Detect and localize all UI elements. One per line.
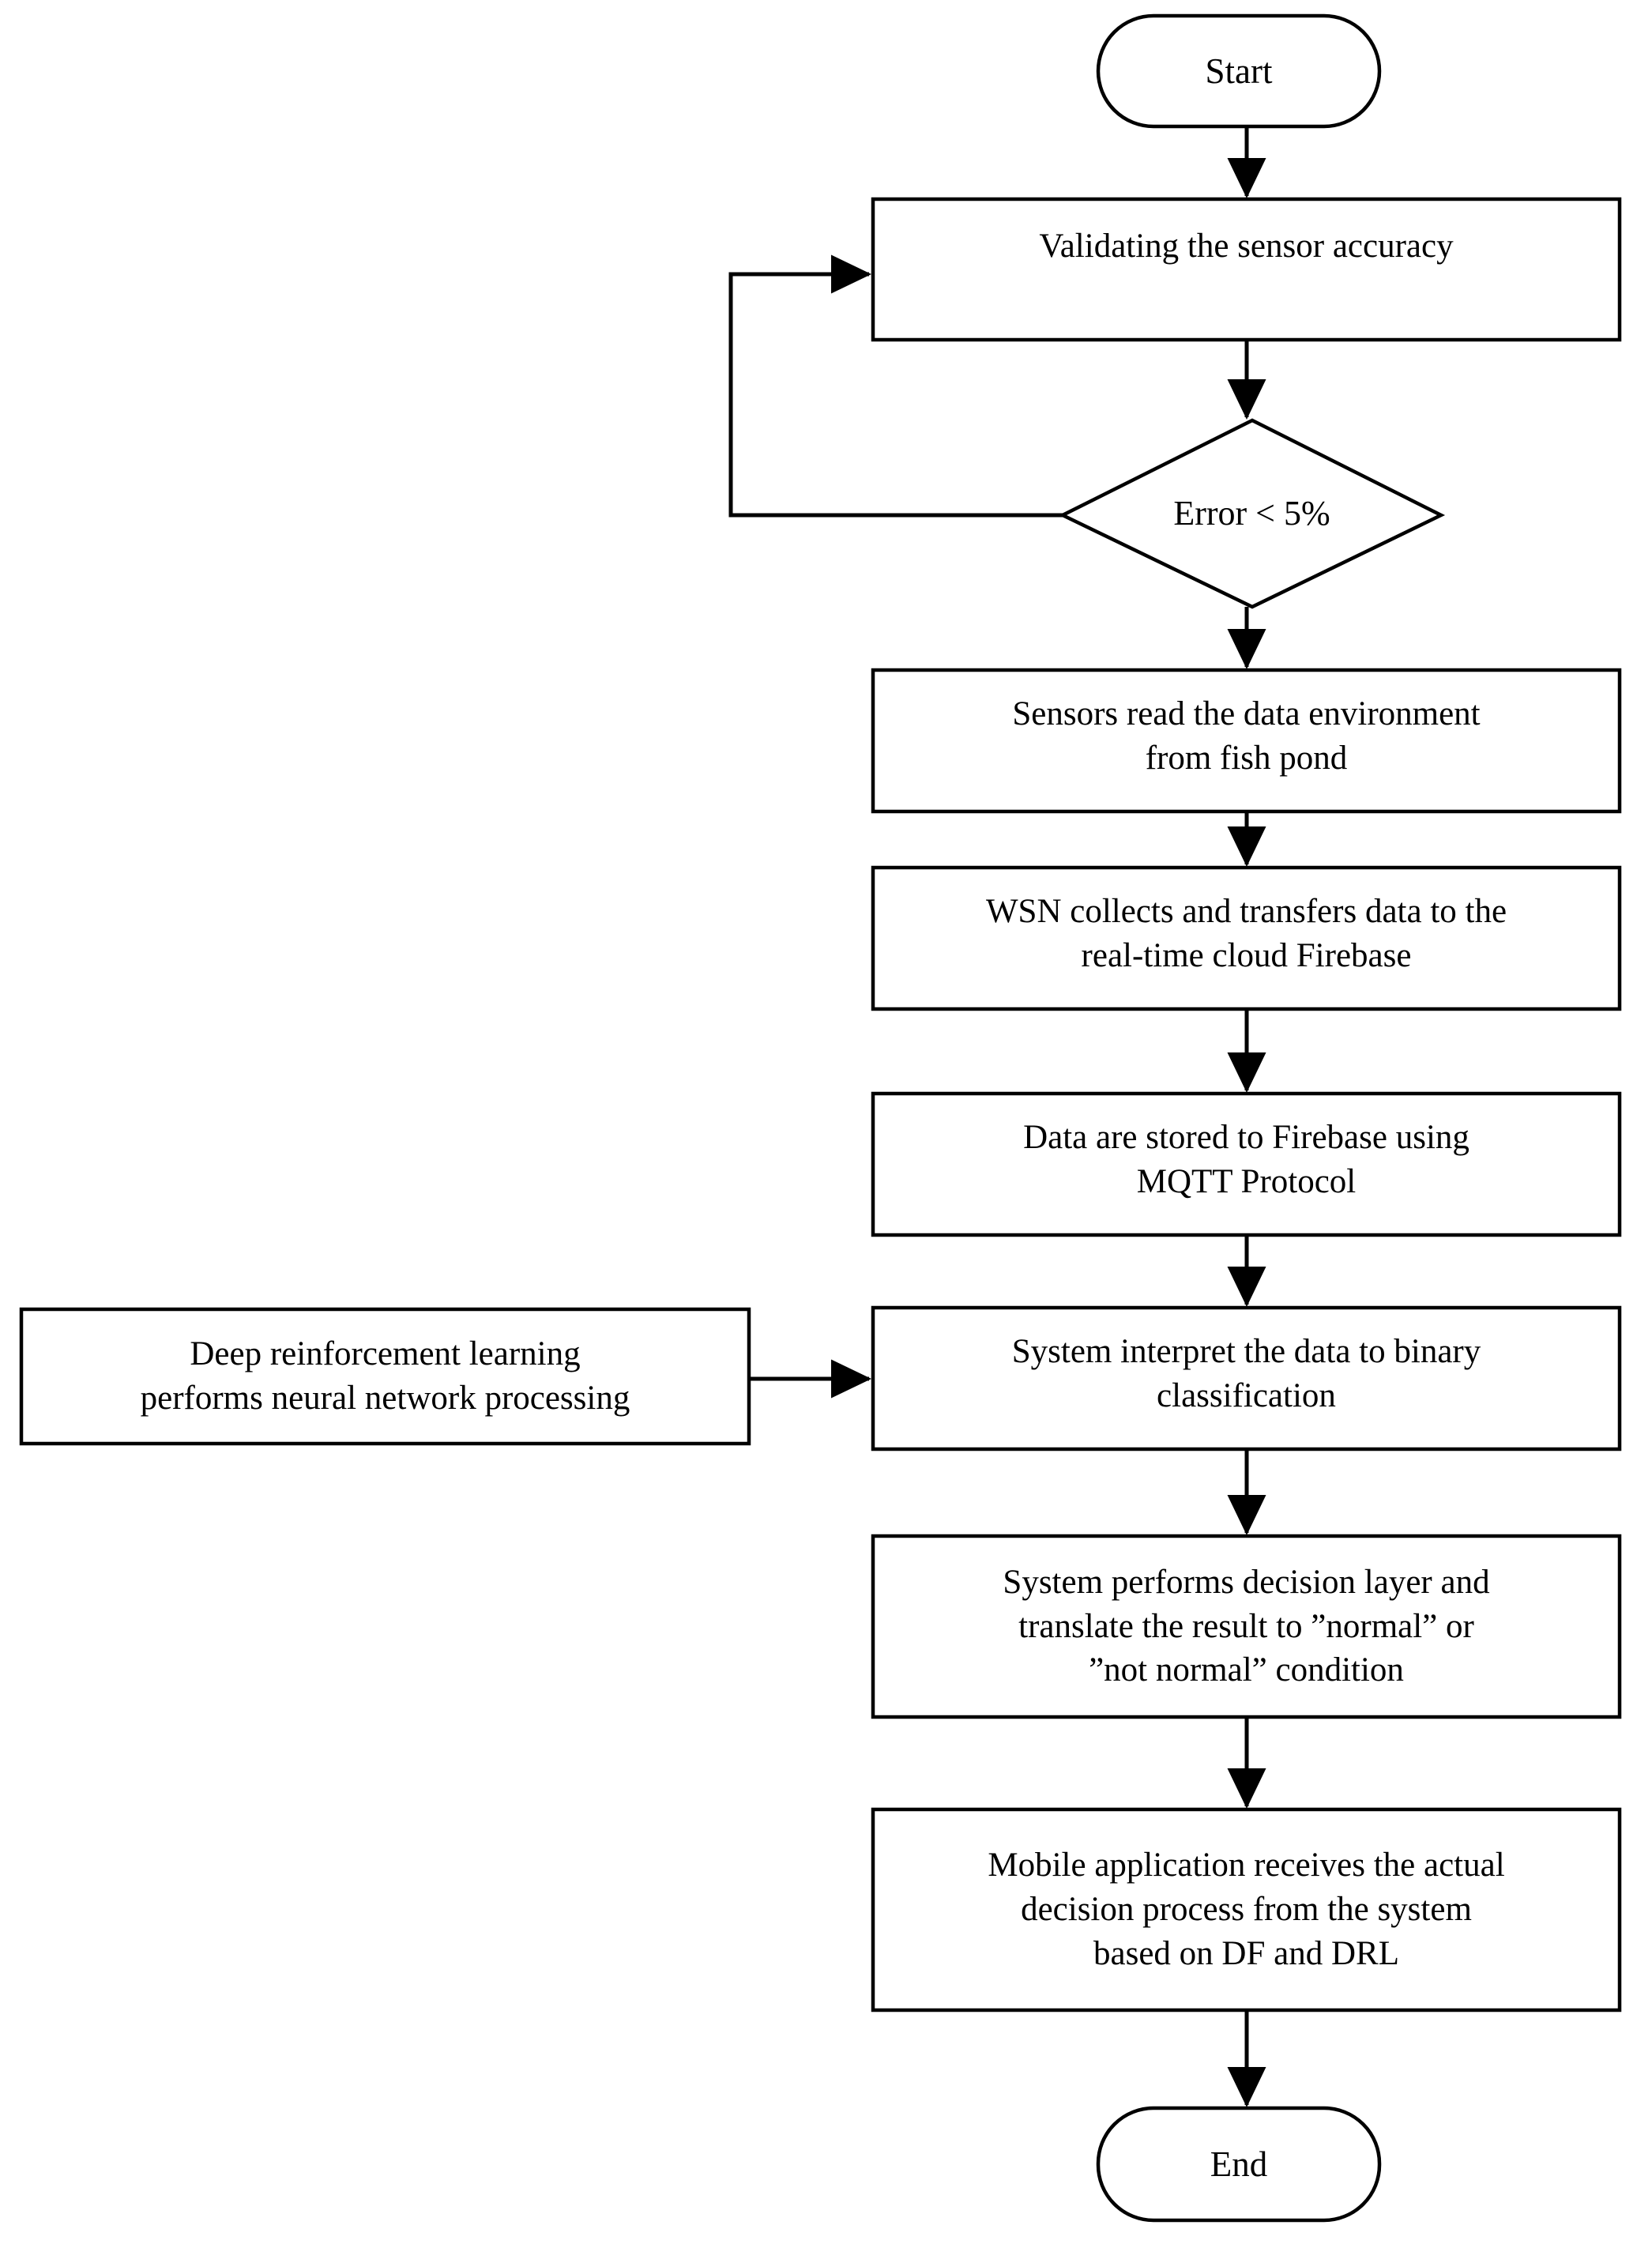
end-terminator[interactable] (1098, 2108, 1379, 2220)
data-stored-process-shape (871, 1091, 1622, 1237)
start-terminator[interactable] (1098, 16, 1379, 126)
drl-side-process-shape (19, 1307, 751, 1446)
wsn-collect-process-node[interactable] (873, 868, 1620, 1009)
interpret-process-node[interactable] (873, 1308, 1620, 1449)
mobile-app-process-node[interactable] (873, 1809, 1620, 2010)
decision-layer-process-node[interactable] (873, 1536, 1620, 1717)
wsn-collect-process-shape (871, 865, 1622, 1011)
start-terminator-shape (1096, 13, 1382, 129)
connector-decision-feedback-to-validate (728, 254, 1063, 518)
data-stored-process-node[interactable] (873, 1094, 1620, 1235)
decision-diamond-shape (1058, 418, 1446, 609)
validate-process-shape (871, 197, 1622, 342)
decision-layer-process-shape (871, 1534, 1622, 1719)
sensors-read-process-node[interactable] (873, 670, 1620, 811)
end-terminator-shape (1096, 2106, 1382, 2223)
interpret-process-shape (871, 1305, 1622, 1451)
validate-process-node[interactable] (873, 199, 1620, 340)
decision-diamond-node[interactable] (1063, 420, 1441, 607)
mobile-app-process-shape (871, 1807, 1622, 2012)
drl-side-process-node[interactable] (21, 1309, 749, 1444)
